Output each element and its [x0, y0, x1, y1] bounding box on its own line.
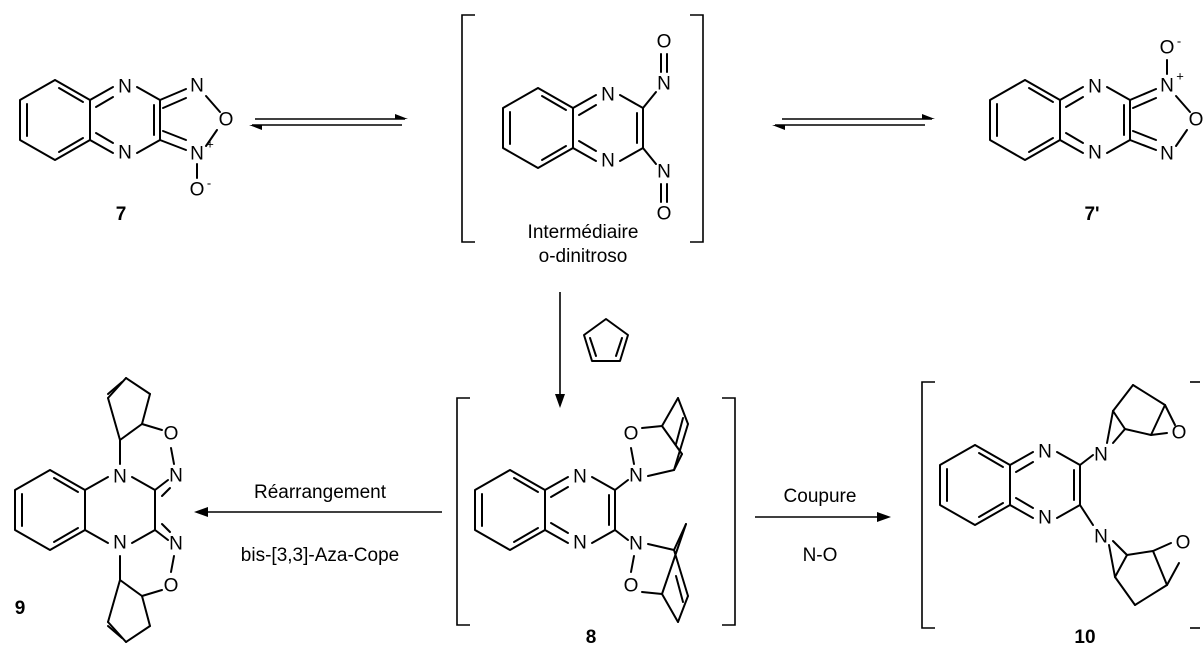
compound-9: N N N O N O	[14, 377, 183, 643]
atom-o: O	[1176, 533, 1191, 554]
atom-n: N	[113, 533, 127, 554]
intermediate-caption-line1: Intermédiaire	[528, 222, 639, 243]
atom-n: N	[657, 74, 671, 95]
plus-charge: +	[206, 137, 214, 152]
compound-label-10: 10	[1074, 627, 1095, 648]
atom-n: N	[1094, 445, 1108, 466]
atom-o-minus: O	[1160, 38, 1175, 59]
bracket-10	[921, 381, 1200, 629]
diels-alder-arrow	[555, 292, 565, 408]
bracket-8	[456, 397, 736, 626]
equilibrium-arrow-left	[249, 114, 408, 130]
rearrangement-label: Réarrangement	[254, 482, 387, 503]
atom-n: N	[1160, 144, 1174, 165]
compound-label-7: 7	[116, 204, 127, 225]
minus-charge: -	[1177, 34, 1181, 49]
equilibrium-arrow-right	[772, 114, 935, 130]
atom-n: N	[1088, 143, 1102, 164]
cleavage-label: Coupure	[784, 486, 857, 507]
compound-7-prime: N N N + O - O N	[989, 34, 1203, 165]
plus-charge: +	[1176, 69, 1184, 84]
intermediate-o-dinitroso: N N N O N O	[502, 32, 672, 225]
cyclopentadiene-reagent	[583, 318, 629, 362]
atom-o: O	[657, 32, 672, 53]
atom-n: N	[1088, 77, 1102, 98]
atom-o-minus: O	[190, 180, 205, 201]
atom-n: N	[573, 533, 587, 554]
atom-n: N	[629, 534, 643, 555]
rearrangement-arrow	[194, 507, 442, 517]
atom-o: O	[219, 110, 234, 131]
atom-n: N	[169, 466, 183, 487]
atom-n: N	[1094, 527, 1108, 548]
compound-label-7-prime: 7'	[1084, 204, 1099, 225]
compound-label-8: 8	[586, 627, 597, 648]
atom-n: N	[629, 466, 643, 487]
atom-n: N	[190, 76, 204, 97]
compound-8: N N N O N O	[474, 397, 689, 623]
atom-o: O	[164, 576, 179, 597]
atom-n: N	[169, 534, 183, 555]
bracket-intermediate	[461, 14, 704, 243]
cleavage-arrow	[755, 512, 891, 522]
compound-10: N N N O N O	[939, 384, 1191, 606]
atom-n: N	[657, 162, 671, 183]
atom-o: O	[164, 424, 179, 445]
atom-n-plus: N	[1160, 76, 1174, 97]
atom-o: O	[1172, 423, 1187, 444]
intermediate-caption-line2: o-dinitroso	[539, 246, 628, 267]
atom-n: N	[1038, 508, 1052, 529]
compound-label-9: 9	[15, 598, 26, 619]
atom-n: N	[601, 151, 615, 172]
atom-n: N	[118, 143, 132, 164]
rearrangement-sublabel: bis-[3,3]-Aza-Cope	[241, 545, 399, 566]
atom-n-plus: N	[190, 144, 204, 165]
cleavage-sublabel: N-O	[803, 545, 838, 566]
atom-n: N	[601, 85, 615, 106]
atom-n: N	[1038, 442, 1052, 463]
minus-charge: -	[207, 176, 211, 191]
atom-o: O	[624, 576, 639, 597]
atom-n: N	[573, 467, 587, 488]
atom-n: N	[118, 77, 132, 98]
atom-o: O	[657, 204, 672, 225]
atom-o: O	[1189, 110, 1203, 131]
compound-7: N N N O N + O -	[19, 76, 234, 201]
atom-o: O	[624, 424, 639, 445]
atom-n: N	[113, 467, 127, 488]
